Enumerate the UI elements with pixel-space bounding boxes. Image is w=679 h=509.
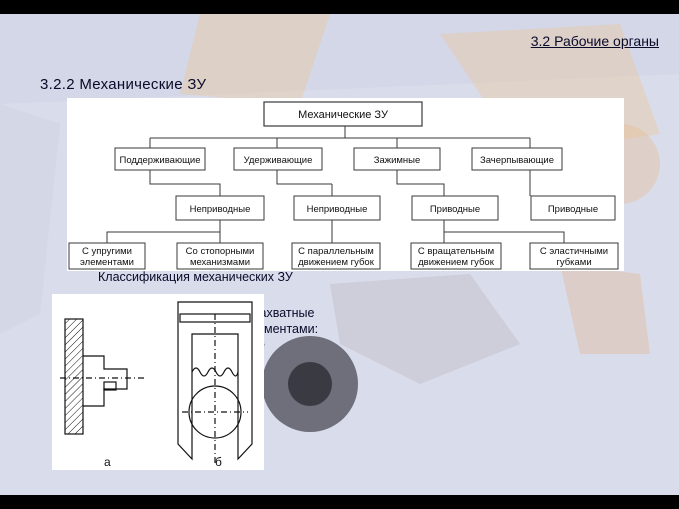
node-locking-mechanisms: Со стопорными механизмами (176, 242, 264, 270)
node-elastic-elements-line1: С упругими (82, 246, 132, 257)
bottom-bar (0, 495, 679, 509)
node-nondriven-2-label: Неприводные (307, 204, 368, 215)
node-supporting-label: Поддерживающие (120, 155, 201, 166)
node-holding-label: Удерживающие (244, 155, 313, 166)
node-elastic-elements: С упругими элементами (68, 242, 146, 270)
diagram-root-label: Механические ЗУ (298, 109, 389, 121)
figure-label-a: а (104, 455, 111, 469)
node-parallel-jaws-line1: С параллельным (298, 246, 374, 257)
subsection-title: 3.2.2 Механические ЗУ (40, 76, 207, 93)
gripper-drawing: а б (52, 294, 264, 470)
top-bar (0, 0, 679, 14)
node-driven-2-label: Приводные (548, 204, 598, 215)
node-rotational-jaws: С вращательным движением губок (410, 242, 502, 270)
edge-level1-drops (149, 138, 531, 148)
node-parallel-jaws: С параллельным движением губок (291, 242, 381, 270)
node-nondriven-1-label: Неприводные (190, 204, 251, 215)
node-driven-1: Приводные (411, 195, 499, 221)
edge-l2-to-l3 (106, 220, 565, 243)
node-supporting: Поддерживающие (114, 147, 206, 171)
node-scooping-label: Зачерпывающие (480, 155, 554, 166)
edge-l1-to-l2 (149, 170, 531, 196)
node-locking-mechanisms-line2: механизмами (190, 257, 250, 268)
node-nondriven-2: Неприводные (293, 195, 381, 221)
node-rotational-jaws-line1: С вращательным (418, 246, 494, 257)
gripper-a-drawing (60, 318, 147, 435)
node-holding: Удерживающие (233, 147, 323, 171)
diagram-root-node: Механические ЗУ (263, 101, 423, 127)
gripper-b-drawing (177, 301, 253, 466)
section-title: 3.2 Рабочие органы (530, 33, 659, 49)
node-rotational-jaws-line2: движением губок (418, 257, 495, 268)
node-elastic-jaws-line2: губками (556, 257, 591, 268)
node-nondriven-1: Неприводные (175, 195, 265, 221)
node-locking-mechanisms-line1: Со стопорными (186, 246, 255, 257)
classification-diagram: Механические ЗУ Поддерживающие Удерживаю… (67, 98, 624, 271)
node-elastic-elements-line2: элементами (80, 257, 134, 268)
node-parallel-jaws-line2: движением губок (298, 257, 375, 268)
figure-label-b: б (215, 455, 222, 469)
node-driven-2: Приводные (530, 195, 616, 221)
node-clamping-label: Зажимные (374, 155, 421, 166)
node-scooping: Зачерпывающие (471, 147, 563, 171)
diagram-caption: Классификация механических ЗУ (98, 270, 293, 284)
node-driven-1-label: Приводные (430, 204, 480, 215)
node-elastic-jaws: С эластичными губками (529, 242, 619, 270)
node-elastic-jaws-line1: С эластичными (540, 246, 608, 257)
node-clamping: Зажимные (353, 147, 441, 171)
